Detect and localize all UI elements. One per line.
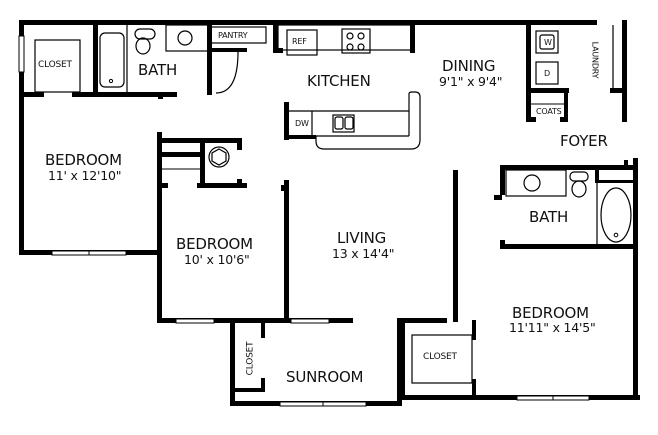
wall-bedroom3-top-left: [397, 318, 447, 323]
bath2-toilet-icon: [569, 171, 589, 182]
label-bedroom-1: BEDROOM: [45, 151, 122, 169]
wall-bath1-bottom: [72, 92, 177, 97]
label-bedroom-2: BEDROOM: [176, 235, 253, 253]
closet-bedroom1-shelf: [34, 39, 81, 93]
label-washer: W: [544, 38, 552, 47]
label-bath-1: BATH: [138, 61, 178, 79]
label-refrigerator: REF: [292, 37, 307, 46]
window-living: [290, 318, 330, 324]
closet-bedroom3-shelf: [411, 334, 473, 384]
kitchen-counter: [289, 91, 421, 150]
label-bath-2: BATH: [529, 208, 569, 226]
exterior-wall-right: [633, 158, 638, 400]
kitchen-sink-icon: [332, 114, 355, 133]
wall-bedroom2-living: [284, 180, 289, 322]
label-dining: DINING: [442, 57, 496, 75]
wall-sunroom-left: [230, 320, 235, 406]
label-bedroom-2-dimensions: 10' x 10'6": [184, 252, 250, 267]
wall-bath2-top: [500, 165, 637, 170]
label-dining-dimensions: 9'1" x 9'4": [439, 74, 503, 89]
label-closet-bedroom1: CLOSET: [38, 60, 72, 70]
wall-sunroom-right: [397, 320, 402, 406]
exterior-wall-top-left: [19, 20, 297, 25]
bath1-sink-icon: [177, 30, 193, 46]
wall-bedroom2-left: [157, 132, 162, 323]
label-kitchen: KITCHEN: [307, 72, 371, 90]
label-sunroom: SUNROOM: [286, 368, 364, 386]
exterior-wall-top: [280, 20, 597, 25]
bath2-tub-icon: [600, 187, 632, 243]
wall-living-bedroom3: [453, 170, 458, 322]
washer: [535, 30, 559, 54]
label-dishwasher: DW: [295, 119, 309, 128]
exterior-wall-right-top: [622, 20, 627, 122]
bath2-sink-icon: [523, 174, 541, 192]
water-heater-icon: [208, 146, 230, 168]
label-closet-sunroom: CLOSET: [245, 341, 256, 376]
wall-bedroom2-bottom: [157, 318, 353, 323]
label-living: LIVING: [337, 229, 387, 247]
label-foyer: FOYER: [560, 132, 608, 150]
label-bedroom-1-dimensions: 11' x 12'10": [48, 168, 122, 183]
label-bedroom-3-dimensions: 11'11" x 14'5": [509, 320, 596, 335]
label-bedroom-3: BEDROOM: [512, 304, 589, 322]
window-left: [18, 35, 25, 73]
stove-icon: [341, 28, 371, 54]
bath1-tub-icon: [99, 32, 125, 88]
label-dryer: D: [544, 69, 550, 78]
window-bedroom2: [175, 318, 215, 324]
label-coats: COATS: [536, 107, 562, 116]
wall-laundry-left: [526, 22, 531, 122]
label-laundry: LAUNDRY: [590, 41, 600, 79]
label-living-dimensions: 13 x 14'4": [332, 246, 395, 261]
bath1-toilet-icon: [134, 28, 156, 40]
refrigerator: [286, 29, 318, 56]
exterior-wall-left: [19, 20, 24, 255]
wall-bath2-bottom: [500, 244, 637, 249]
door-swing-pantry: [215, 51, 239, 94]
wall-closet-bath1: [93, 22, 98, 97]
label-closet-bedroom3: CLOSET: [423, 352, 457, 362]
label-pantry: PANTRY: [218, 31, 248, 40]
dryer: [535, 61, 559, 85]
